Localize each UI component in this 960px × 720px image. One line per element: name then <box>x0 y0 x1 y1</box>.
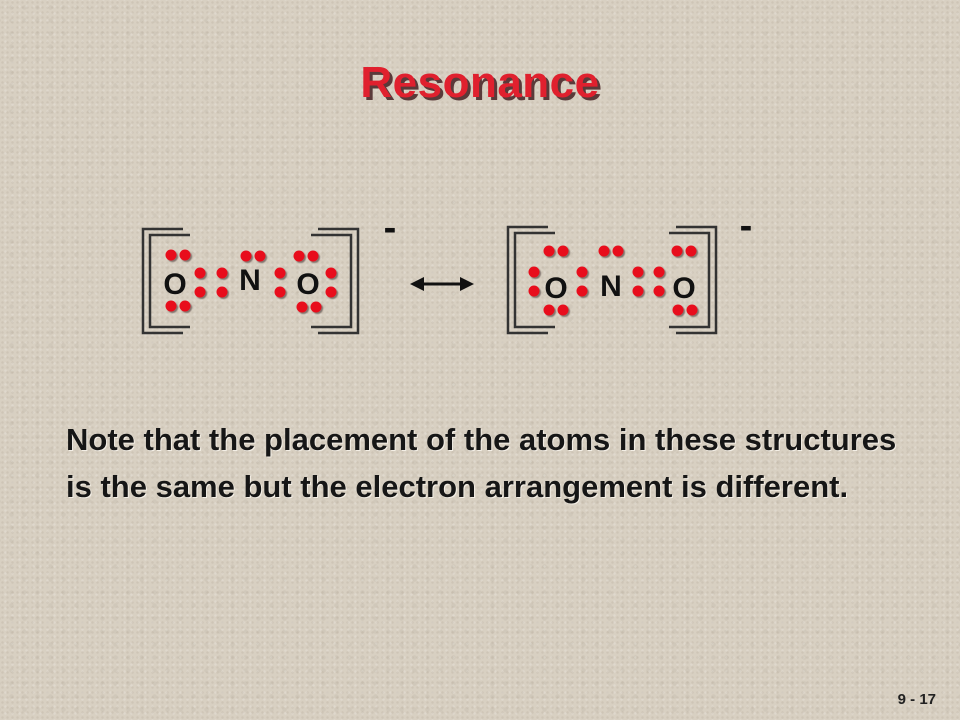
electron-dots-left <box>165 249 337 313</box>
left-bracket <box>506 225 555 335</box>
electron-dots-right <box>528 245 698 316</box>
charge-right: - <box>740 205 753 247</box>
right-bracket <box>669 225 718 335</box>
charge-left: - <box>384 207 397 249</box>
atom-oxygen-2: O <box>672 272 695 305</box>
atom-oxygen-1: O <box>544 272 567 305</box>
left-bracket <box>141 227 190 335</box>
explanation-text: Note that the placement of the atoms in … <box>66 422 897 504</box>
atom-nitrogen: N <box>600 270 622 303</box>
right-bracket <box>311 227 360 335</box>
slide-number: 9 - 17 <box>897 691 936 708</box>
lewis-structure-left: O N O - <box>141 207 397 335</box>
atom-oxygen-1: O <box>163 268 186 301</box>
lewis-structure-right: O N O - <box>506 205 753 335</box>
atom-oxygen-2: O <box>296 268 319 301</box>
double-headed-arrow-icon <box>410 277 474 291</box>
slide-title: Resonance <box>360 58 600 107</box>
atom-nitrogen: N <box>239 264 261 297</box>
